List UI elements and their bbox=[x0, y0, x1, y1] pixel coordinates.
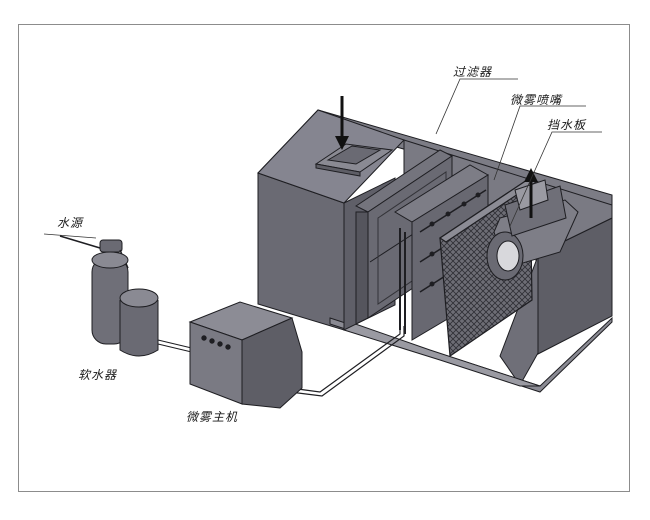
label-filter: 过滤器 bbox=[453, 65, 493, 79]
label-water-source: 水源 bbox=[57, 216, 84, 230]
mist-host bbox=[188, 301, 303, 409]
water-source bbox=[59, 235, 129, 345]
label-softener: 软水器 bbox=[78, 368, 118, 382]
fan-outlet bbox=[486, 179, 579, 281]
inflow-arrow bbox=[335, 96, 349, 150]
inlet-hood bbox=[314, 143, 394, 177]
leader-lines bbox=[43, 78, 602, 239]
outflow-arrow bbox=[524, 168, 538, 218]
label-host: 微雾主机 bbox=[186, 410, 239, 424]
label-nozzle: 微雾喷嘴 bbox=[510, 93, 563, 107]
label-plate: 挡水板 bbox=[547, 118, 587, 132]
softener-tank bbox=[119, 288, 159, 357]
